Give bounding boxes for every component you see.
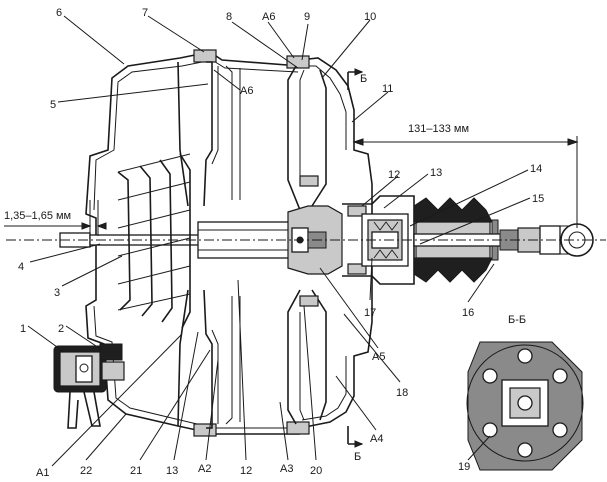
section-view-title: Б-Б	[508, 314, 526, 326]
callout-22: 22	[80, 465, 92, 477]
dimension-length: 131–133 мм	[352, 123, 579, 228]
callout-11: 11	[382, 83, 393, 95]
section-marker-bottom: Б	[354, 451, 361, 463]
callout-a3: А3	[280, 463, 293, 475]
callout-a6: А6	[240, 85, 253, 97]
callout-10: 10	[364, 11, 376, 23]
callout-labels: 1 2 3 4 5 6 7 8 А6 9 10 А6 11 12 13 14 1…	[18, 7, 544, 479]
callout-1: 1	[20, 323, 26, 335]
callout-8: 8	[226, 11, 232, 23]
callout-4: 4	[18, 261, 24, 273]
return-spring	[117, 153, 191, 329]
callout-12-right: 12	[388, 169, 400, 181]
section-view: Б-Б	[466, 314, 584, 471]
callout-16: 16	[462, 307, 474, 319]
callout-19: 19	[458, 461, 470, 473]
dimension-gap: 1,35–1,65 мм	[4, 200, 107, 236]
callout-a2: А2	[198, 463, 211, 475]
callout-5: 5	[50, 99, 56, 111]
callout-18: 18	[396, 387, 408, 399]
callout-13-right: 13	[430, 167, 442, 179]
callout-9: 9	[304, 11, 310, 23]
callout-7: 7	[142, 7, 148, 19]
callout-3: 3	[54, 287, 60, 299]
callout-a5: А5	[372, 351, 385, 363]
callout-13-bottom: 13	[166, 465, 178, 477]
central-hub	[59, 175, 367, 307]
dimension-length-label: 131–133 мм	[408, 123, 469, 135]
callout-20: 20	[310, 465, 322, 477]
callout-17: 17	[364, 307, 376, 319]
callout-2: 2	[58, 323, 64, 335]
leader-lines	[27, 15, 531, 467]
callout-15: 15	[532, 193, 544, 205]
callout-a1: А1	[36, 467, 49, 479]
section-marker-top: Б	[360, 73, 367, 85]
vacuum-check-valve	[53, 343, 125, 429]
callout-6: 6	[56, 7, 62, 19]
dimension-gap-label: 1,35–1,65 мм	[4, 210, 71, 222]
callout-21: 21	[130, 465, 142, 477]
section-markers: Б Б	[347, 68, 367, 463]
callout-14: 14	[530, 163, 542, 175]
callout-a6-top: А6	[262, 11, 275, 23]
callout-12-bottom: 12	[240, 465, 252, 477]
callout-a4: А4	[370, 433, 383, 445]
